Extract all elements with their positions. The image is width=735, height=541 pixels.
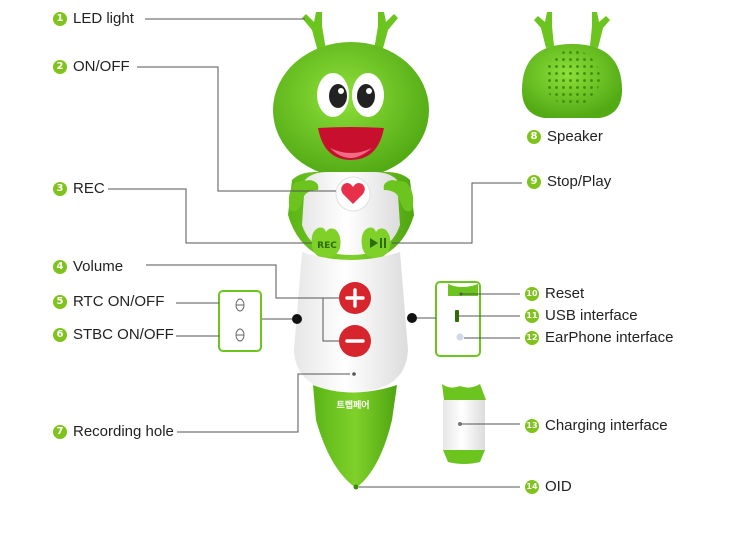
- badge-13: 13: [525, 418, 539, 433]
- rtc-label: RTC ON/OFF: [73, 293, 165, 310]
- side-ports-view: [407, 281, 481, 357]
- speaker-head: [522, 12, 622, 118]
- pen-hands: [288, 180, 414, 212]
- badge-4: 4: [53, 259, 67, 274]
- charging-port[interactable]: [458, 422, 462, 426]
- rec-button-label: REC: [317, 241, 337, 251]
- charging-closeup: [442, 384, 486, 464]
- led-antennae: [302, 12, 398, 52]
- badge-8: 8: [527, 129, 541, 144]
- stop-play-label: Stop/Play: [547, 173, 612, 190]
- leader-lines: [108, 18, 522, 488]
- main-pen: REC 트랩페어: [273, 12, 429, 490]
- label-charging: 13 Charging interface: [525, 417, 668, 434]
- charging-label: Charging interface: [545, 417, 668, 434]
- label-earphone: 12 EarPhone interface: [525, 329, 673, 346]
- play-pause-icon: [370, 238, 386, 248]
- oid-tip: [353, 484, 359, 490]
- rec-button[interactable]: REC: [311, 227, 341, 259]
- label-volume: 4 Volume: [53, 258, 123, 275]
- badge-10: 10: [525, 286, 539, 301]
- speaker-label: Speaker: [547, 128, 603, 145]
- badge-6: 6: [53, 327, 67, 342]
- side-switch-view: [218, 290, 302, 352]
- badge-5: 5: [53, 294, 67, 309]
- badge-12: 12: [525, 330, 539, 345]
- speaker-grill: [544, 50, 600, 106]
- recording-hole: [352, 372, 356, 376]
- on-off-label: ON/OFF: [73, 58, 130, 75]
- badge-11: 11: [525, 308, 539, 323]
- volume-down-button[interactable]: [339, 325, 371, 357]
- label-stbc: 6 STBC ON/OFF: [53, 326, 174, 343]
- label-stop-play: 9 Stop/Play: [527, 173, 611, 190]
- reset-label: Reset: [545, 285, 585, 302]
- label-led-light: 1 LED light: [53, 10, 134, 27]
- earphone-label: EarPhone interface: [545, 329, 674, 346]
- badge-14: 14: [525, 479, 539, 494]
- brand-logo: 트랩페어: [336, 399, 369, 411]
- label-rec: 3 REC: [53, 180, 105, 197]
- usb-label: USB interface: [545, 307, 638, 324]
- badge-1: 1: [53, 11, 67, 26]
- label-oid: 14 OID: [525, 478, 572, 495]
- badge-7: 7: [53, 424, 67, 439]
- oid-label: OID: [545, 478, 572, 495]
- rtc-switch[interactable]: [235, 298, 245, 312]
- label-speaker: 8 Speaker: [527, 128, 603, 145]
- badge-2: 2: [53, 59, 67, 74]
- label-reset: 10 Reset: [525, 285, 584, 302]
- usb-port[interactable]: [455, 310, 459, 322]
- label-usb: 11 USB interface: [525, 307, 638, 324]
- pen-head: [273, 42, 429, 178]
- on-off-heart-button[interactable]: [335, 176, 371, 212]
- earphone-port[interactable]: [456, 333, 464, 341]
- stbc-label: STBC ON/OFF: [73, 326, 174, 343]
- led-light-label: LED light: [73, 10, 134, 27]
- volume-up-button[interactable]: [339, 282, 371, 314]
- stbc-switch[interactable]: [235, 328, 245, 342]
- label-on-off: 2 ON/OFF: [53, 58, 130, 75]
- pen-eyes: [317, 73, 384, 117]
- volume-label: Volume: [73, 258, 124, 275]
- badge-9: 9: [527, 174, 541, 189]
- rec-label: REC: [73, 180, 105, 197]
- recording-hole-label: Recording hole: [73, 423, 174, 440]
- pen-body: [294, 252, 408, 392]
- label-rtc: 5 RTC ON/OFF: [53, 293, 164, 310]
- stop-play-button[interactable]: [361, 227, 391, 259]
- pen-tip: [313, 385, 397, 488]
- badge-3: 3: [53, 181, 67, 196]
- label-recording-hole: 7 Recording hole: [53, 423, 174, 440]
